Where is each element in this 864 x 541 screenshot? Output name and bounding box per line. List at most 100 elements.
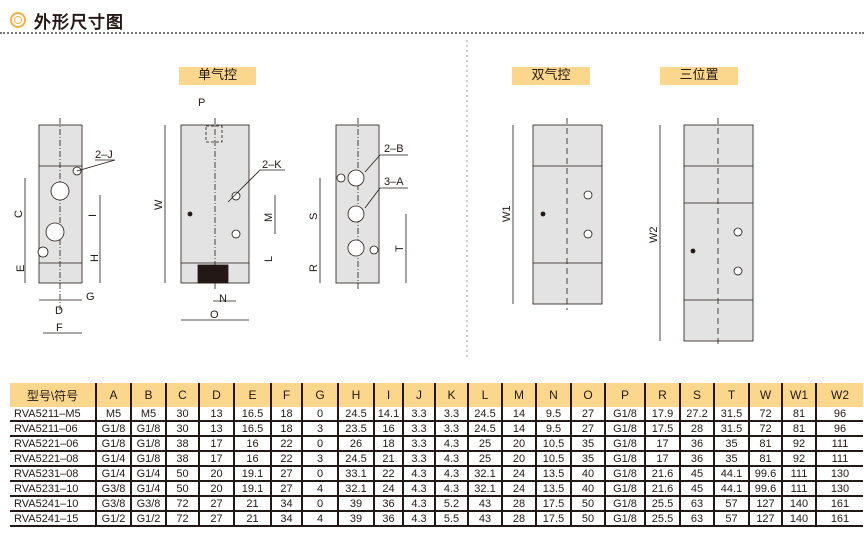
value-cell: 35 [570, 436, 605, 452]
value-cell: 23.5 [337, 421, 374, 437]
value-cell: 36 [373, 511, 403, 527]
dim-label-c: C [13, 210, 25, 218]
value-cell: 81 [748, 451, 782, 467]
value-cell: 16.5 [233, 407, 271, 422]
value-cell: G1/4 [130, 466, 166, 482]
value-cell: 57 [713, 496, 749, 512]
dim-label-h: H [89, 254, 101, 262]
label-single-pilot: 单气控 [179, 67, 256, 85]
value-cell: 35 [570, 451, 605, 467]
value-cell: G1/8 [95, 421, 131, 437]
value-cell: 81 [781, 421, 816, 437]
dim-label-t: T [394, 245, 406, 252]
value-cell: 20 [501, 436, 536, 452]
model-cell: RVA5221–06 [10, 436, 96, 452]
value-cell: 5.5 [434, 511, 468, 527]
value-cell: 0 [301, 496, 338, 512]
value-cell: 27 [570, 421, 605, 437]
value-cell: G1/8 [95, 436, 131, 452]
value-cell: 111 [781, 481, 816, 497]
value-cell: 14 [501, 407, 536, 422]
value-cell: 50 [570, 496, 605, 512]
value-cell: 35 [713, 436, 749, 452]
value-cell: 72 [748, 421, 782, 437]
value-cell: 140 [781, 511, 816, 527]
value-cell: 72 [748, 407, 782, 422]
model-cell: RVA5211–M5 [10, 407, 96, 422]
value-cell: G1/4 [95, 466, 131, 482]
value-cell: 4.3 [402, 481, 435, 497]
value-cell: 27 [270, 481, 302, 497]
dim-label-2b: 2–B [384, 143, 404, 155]
dim-label-p: P [198, 97, 205, 109]
value-cell: 39 [337, 496, 374, 512]
dim-label-2k: 2–K [262, 159, 282, 171]
value-cell: 13.5 [535, 466, 571, 482]
dim-label-3a: 3–A [384, 176, 404, 188]
column-header: G [301, 383, 338, 407]
value-cell: 0 [301, 466, 338, 482]
value-cell: 13 [198, 421, 234, 437]
value-cell: 63 [679, 511, 714, 527]
value-cell: 17 [198, 436, 234, 452]
value-cell: 92 [781, 436, 816, 452]
column-header: W2 [815, 383, 863, 407]
value-cell: 45 [679, 481, 714, 497]
value-cell: 19.1 [233, 481, 271, 497]
front-view: P 2–J 2–K W M L N O [153, 97, 285, 321]
value-cell: 99.6 [748, 466, 782, 482]
value-cell: G1/8 [604, 511, 645, 527]
value-cell: 4.3 [434, 481, 468, 497]
value-cell: 111 [815, 436, 863, 452]
value-cell: 22 [373, 466, 403, 482]
value-cell: 96 [815, 421, 863, 437]
value-cell: 24.5 [337, 407, 374, 422]
column-header: S [679, 383, 714, 407]
column-header: W1 [781, 383, 816, 407]
value-cell: 16 [233, 451, 271, 467]
value-cell: 4.3 [434, 451, 468, 467]
value-cell: 21 [233, 511, 271, 527]
value-cell: 3.3 [402, 436, 435, 452]
value-cell: 28 [679, 421, 714, 437]
value-cell: 17 [198, 451, 234, 467]
column-header: T [713, 383, 749, 407]
value-cell: 9.5 [535, 421, 571, 437]
value-cell: 21.6 [644, 466, 680, 482]
model-cell: RVA5221–08 [10, 451, 96, 467]
value-cell: 24 [501, 466, 536, 482]
dim-label-r: R [308, 264, 320, 272]
value-cell: 31.5 [713, 421, 749, 437]
value-cell: 4.3 [402, 496, 435, 512]
value-cell: 16.5 [233, 421, 271, 437]
value-cell: 14.1 [373, 407, 403, 422]
value-cell: 5.2 [434, 496, 468, 512]
value-cell: 130 [815, 481, 863, 497]
value-cell: 24.5 [467, 421, 502, 437]
value-cell: 13 [198, 407, 234, 422]
dim-label-2j: 2–J [95, 149, 113, 161]
value-cell: G1/8 [604, 407, 645, 422]
value-cell: 34 [270, 511, 302, 527]
value-cell: 127 [748, 511, 782, 527]
side-view-right: 2–B 3–A S R T [308, 118, 408, 290]
value-cell: 13.5 [535, 481, 571, 497]
dim-label-g: G [86, 291, 95, 303]
column-header: J [402, 383, 435, 407]
value-cell: 17.5 [535, 511, 571, 527]
value-cell: 0 [301, 436, 338, 452]
column-header: E [233, 383, 271, 407]
value-cell: 36 [679, 436, 714, 452]
dim-label-m: M [263, 213, 275, 222]
value-cell: G3/8 [95, 496, 131, 512]
value-cell: 36 [373, 496, 403, 512]
dotted-divider [0, 32, 864, 34]
value-cell: 25 [467, 451, 502, 467]
value-cell: G1/8 [604, 451, 645, 467]
value-cell: 17.5 [535, 496, 571, 512]
